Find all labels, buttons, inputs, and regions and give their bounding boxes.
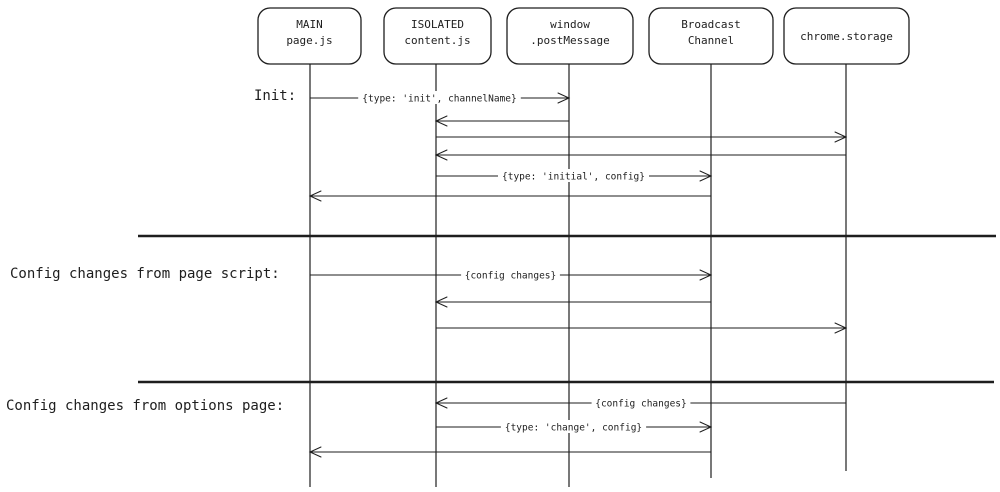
message-arrow: {type: 'change', config}: [436, 420, 713, 434]
section-titles: Init: Config changes from page script: Con…: [6, 88, 296, 414]
message-arrow: [434, 296, 711, 308]
participant-label-main: page.js: [286, 34, 332, 47]
participant-label-main: MAIN: [296, 18, 323, 31]
message-arrow: [436, 322, 848, 334]
participant-box-storage: [783, 7, 910, 65]
message-label: {type: 'init', channelName}: [362, 94, 516, 105]
participant-label-broadcast: Broadcast: [681, 18, 741, 31]
participant-label-window: window: [550, 18, 590, 31]
message-arrow: {config changes}: [310, 268, 713, 282]
section-title: Config changes from options page:: [6, 398, 284, 414]
message-arrow: {type: 'init', channelName}: [310, 91, 571, 105]
messages: {type: 'init', channelName} {type: 'initi…: [308, 91, 848, 458]
participant-label-broadcast: Channel: [688, 34, 734, 47]
message-label: {type: 'change', config}: [505, 423, 642, 434]
message-label: {config changes}: [465, 271, 557, 282]
participant-label-window: .postMessage: [530, 34, 609, 47]
message-arrow: [434, 149, 846, 161]
participant-box-main: [257, 7, 362, 65]
participant-boxes: MAIN page.js ISOLATED content.js window .post…: [257, 7, 910, 65]
message-label: {type: 'initial', config}: [502, 172, 645, 183]
participant-box-isolated: [383, 7, 492, 65]
participant-label-isolated: ISOLATED: [411, 18, 464, 31]
message-arrow: [308, 190, 711, 202]
section-title: Config changes from page script:: [10, 266, 280, 282]
message-arrow: {config changes}: [434, 396, 846, 410]
message-arrow: [436, 131, 848, 143]
participant-label-isolated: content.js: [404, 34, 470, 47]
section-title: Init:: [254, 88, 296, 104]
message-arrow: [434, 115, 569, 127]
participant-label-storage: chrome.storage: [800, 30, 893, 43]
message-label: {config changes}: [595, 399, 687, 410]
section-dividers: [138, 234, 996, 384]
participant-box-window: [506, 7, 634, 65]
message-arrow: {type: 'initial', config}: [436, 169, 713, 183]
participant-box-broadcast: [648, 7, 774, 65]
message-arrow: [308, 446, 711, 458]
